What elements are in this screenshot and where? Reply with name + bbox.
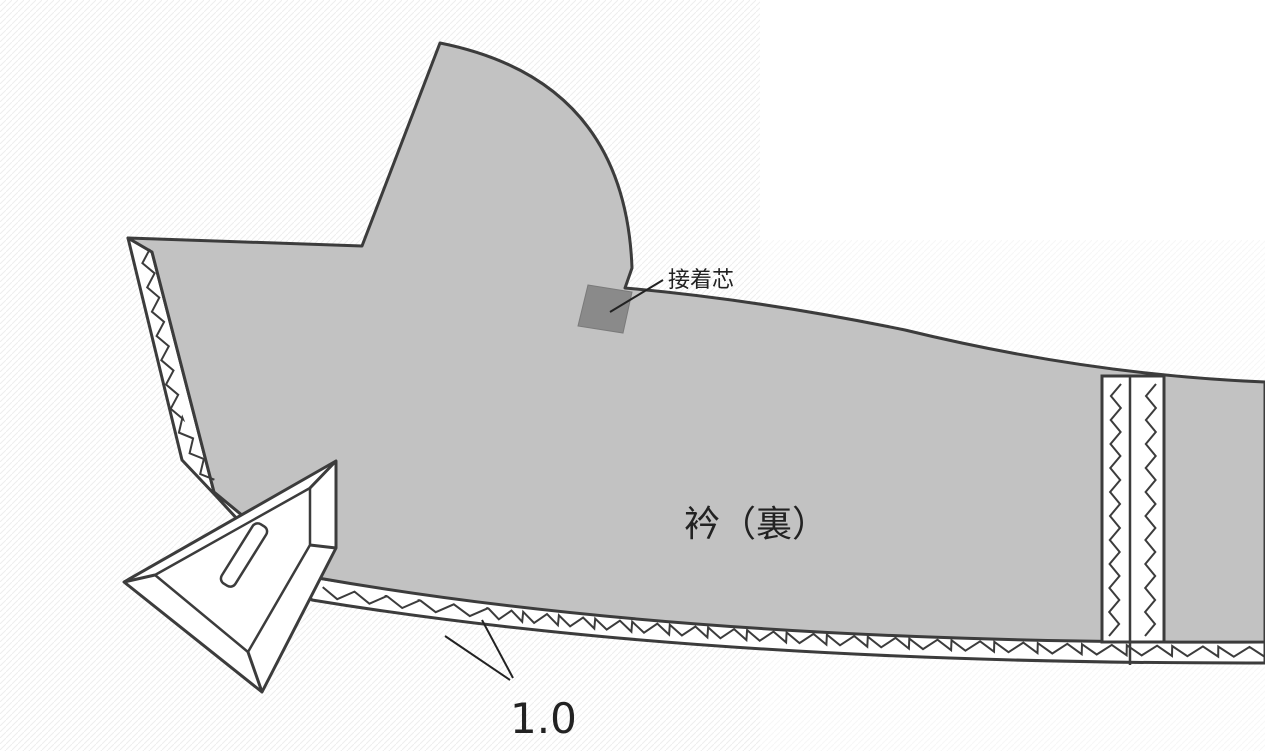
seam-allowance-leader [444,619,514,681]
seam-allowance-label: 1.0 [510,694,577,743]
zigzag-stitch-left-edge [141,248,215,481]
collar-label: 衿（裏） [684,504,828,545]
iron-icon [122,459,338,694]
interfacing-leader-line [609,279,664,313]
collar-piece [126,41,1265,644]
center-seam [1100,374,1166,665]
zigzag-stitch-bottom-edge [322,586,1265,659]
interfacing-label: 接着芯 [668,268,734,293]
interfacing-patch [577,284,633,334]
